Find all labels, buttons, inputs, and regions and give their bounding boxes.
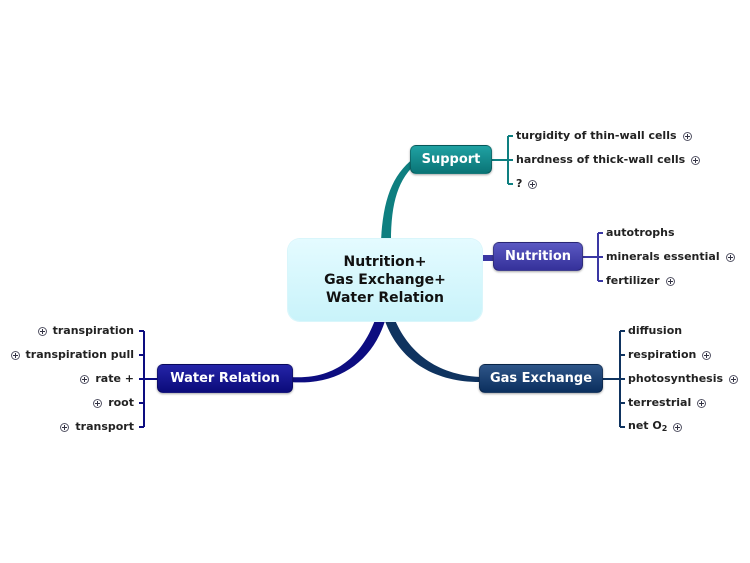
leaf-label: net O2	[628, 418, 667, 437]
leaf-hardness[interactable]: hardness of thick-wall cells	[516, 152, 701, 168]
leaf-label: respiration	[628, 348, 697, 361]
plus-circle-icon[interactable]	[528, 179, 538, 189]
leaf-photosynthesis[interactable]: photosynthesis	[628, 371, 739, 387]
leaf-transpiration[interactable]: transpiration	[37, 323, 134, 339]
leaf-question[interactable]: ?	[516, 176, 538, 192]
branch-nutrition[interactable]: Nutrition	[493, 242, 583, 271]
plus-circle-icon[interactable]	[697, 398, 707, 408]
leaf-net-o2[interactable]: net O2	[628, 418, 683, 437]
central-topic-line-2: Gas Exchange+	[324, 272, 446, 288]
leaf-label: autotrophs	[606, 226, 675, 239]
connector-water-relation	[290, 320, 385, 383]
leaf-transpiration-pull[interactable]: transpiration pull	[10, 347, 134, 363]
leaf-respiration[interactable]: respiration	[628, 347, 712, 363]
leaf-turgidity[interactable]: turgidity of thin-wall cells	[516, 128, 692, 144]
connector-support	[381, 158, 418, 241]
plus-circle-icon[interactable]	[725, 252, 735, 262]
leaf-label: transpiration	[52, 324, 134, 337]
plus-circle-icon[interactable]	[37, 326, 47, 336]
plus-circle-icon[interactable]	[60, 422, 70, 432]
leaf-label: turgidity of thin-wall cells	[516, 129, 677, 142]
plus-circle-icon[interactable]	[10, 350, 20, 360]
central-topic[interactable]: Nutrition+ Gas Exchange+ Water Relation	[288, 239, 482, 321]
gas-exchange-bracket	[603, 330, 625, 428]
leaf-minerals[interactable]: minerals essential	[606, 249, 735, 265]
leaf-autotrophs[interactable]: autotrophs	[606, 225, 675, 241]
leaf-label: rate +	[95, 372, 134, 385]
leaf-label: diffusion	[628, 324, 683, 337]
leaf-rate[interactable]: rate +	[80, 371, 134, 387]
plus-circle-icon[interactable]	[702, 350, 712, 360]
nutrition-bracket	[583, 232, 603, 282]
leaf-label: minerals essential	[606, 250, 720, 263]
leaf-label: photosynthesis	[628, 372, 724, 385]
branch-gas-exchange[interactable]: Gas Exchange	[479, 364, 603, 393]
leaf-diffusion[interactable]: diffusion	[628, 323, 682, 339]
plus-circle-icon[interactable]	[673, 422, 683, 432]
branch-gas-exchange-label: Gas Exchange	[489, 371, 593, 386]
leaf-label-text: net O	[628, 418, 662, 432]
support-bracket	[492, 135, 513, 185]
branch-support-label: Support	[421, 152, 481, 167]
leaf-label-subscript: 2	[661, 423, 668, 433]
leaf-label: transport	[75, 420, 134, 433]
leaf-label: root	[108, 396, 134, 409]
leaf-label: transpiration pull	[25, 348, 134, 361]
leaf-label: ?	[516, 177, 523, 190]
plus-circle-icon[interactable]	[665, 276, 675, 286]
branch-nutrition-label: Nutrition	[504, 249, 572, 264]
connector-gas-exchange	[385, 320, 483, 383]
leaf-label: terrestrial	[628, 396, 692, 409]
plus-circle-icon[interactable]	[682, 131, 692, 141]
branch-support[interactable]: Support	[410, 145, 492, 174]
connector-nutrition	[482, 255, 495, 261]
leaf-fertilizer[interactable]: fertilizer	[606, 273, 675, 289]
plus-circle-icon[interactable]	[80, 374, 90, 384]
branch-water-relation[interactable]: Water Relation	[157, 364, 293, 393]
plus-circle-icon[interactable]	[691, 155, 701, 165]
central-topic-line-1: Nutrition+	[343, 254, 427, 270]
leaf-terrestrial[interactable]: terrestrial	[628, 395, 707, 411]
leaf-transport[interactable]: transport	[60, 419, 134, 435]
leaf-root[interactable]: root	[93, 395, 134, 411]
leaf-label: hardness of thick-wall cells	[516, 153, 686, 166]
central-topic-line-3: Water Relation	[326, 290, 444, 306]
plus-circle-icon[interactable]	[729, 374, 739, 384]
branch-water-relation-label: Water Relation	[170, 371, 280, 386]
water-relation-bracket	[139, 330, 157, 428]
leaf-label: fertilizer	[606, 274, 660, 287]
plus-circle-icon[interactable]	[93, 398, 103, 408]
